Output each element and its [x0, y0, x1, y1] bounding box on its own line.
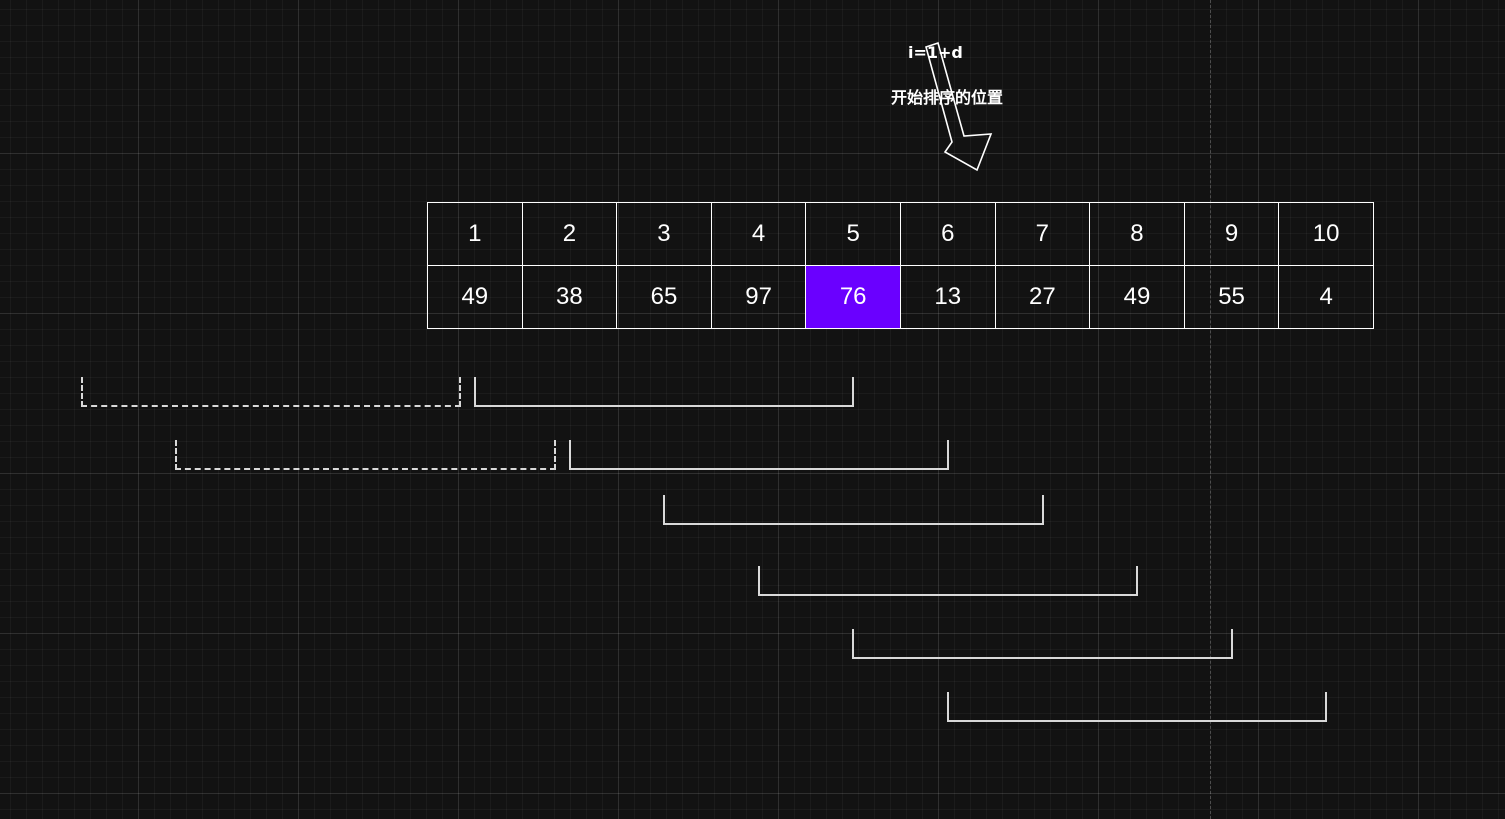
index-cell: 2	[522, 203, 618, 266]
index-cell: 1	[428, 203, 523, 266]
index-cell: 6	[900, 203, 996, 266]
value-cell: 49	[428, 266, 523, 329]
index-cell: 3	[617, 203, 712, 266]
index-cell: 4	[711, 203, 807, 266]
vertical-guide-line	[1210, 0, 1211, 819]
index-cell: 9	[1184, 203, 1280, 266]
comparison-bracket	[947, 692, 1328, 722]
value-cell: 65	[617, 266, 712, 329]
value-cell: 49	[1090, 266, 1185, 329]
dashed-bracket	[80, 377, 461, 407]
value-cell: 97	[711, 266, 807, 329]
index-cell: 10	[1279, 203, 1374, 266]
highlighted-value-cell: 76	[806, 266, 901, 329]
comparison-bracket	[757, 566, 1139, 596]
value-cell: 55	[1184, 266, 1280, 329]
value-cell: 38	[522, 266, 618, 329]
index-cell: 8	[1090, 203, 1185, 266]
dashed-bracket	[175, 440, 556, 470]
formula-label: i=1+d	[908, 43, 963, 62]
value-cell: 13	[900, 266, 996, 329]
value-cell: 4	[1279, 266, 1374, 329]
comparison-bracket	[474, 377, 855, 407]
down-arrow-icon	[925, 41, 993, 172]
value-cell: 27	[995, 266, 1091, 329]
comparison-bracket	[852, 629, 1233, 659]
index-cell: 7	[995, 203, 1091, 266]
index-cell: 5	[806, 203, 901, 266]
comparison-bracket	[663, 495, 1044, 525]
start-position-label: 开始排序的位置	[891, 88, 1004, 107]
comparison-bracket	[568, 440, 949, 470]
